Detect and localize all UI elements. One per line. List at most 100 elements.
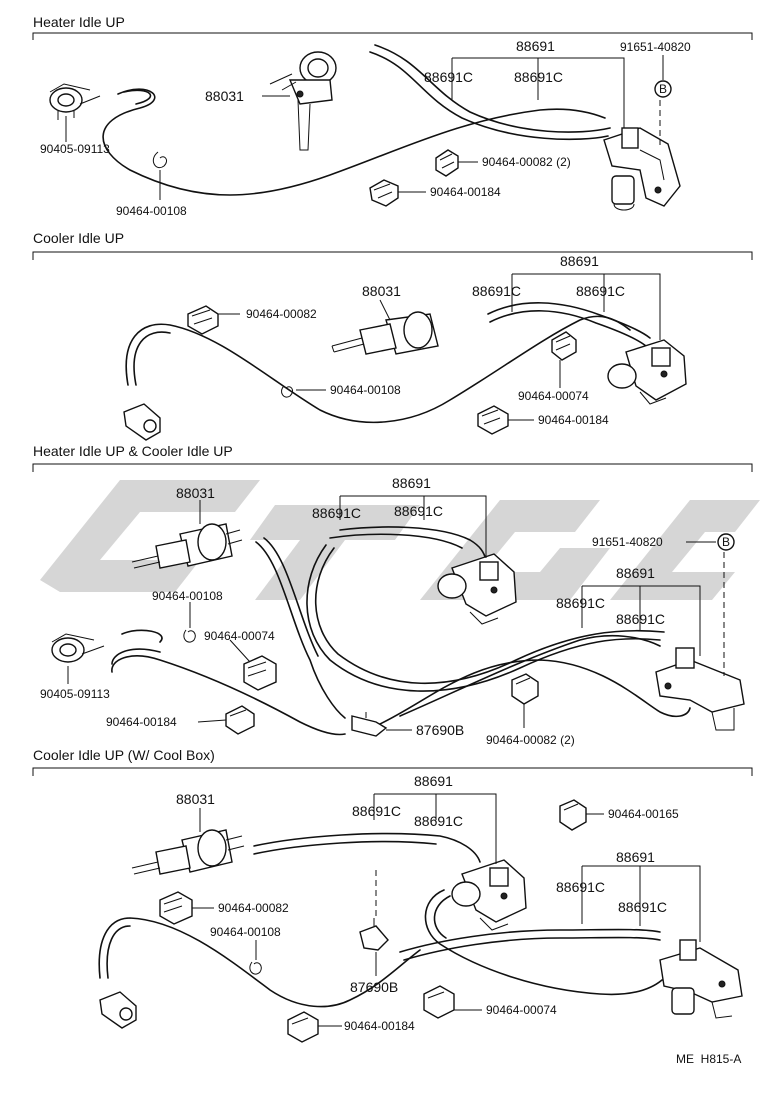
part-number: 88691: [616, 849, 655, 865]
section-heater-idle-up: Heater Idle UP: [32, 14, 753, 218]
part-number: 90464-00108: [210, 925, 281, 939]
vacuum-hose: [106, 925, 131, 979]
part-number: 90464-00184: [538, 413, 609, 427]
vacuum-switching-valve: [655, 647, 745, 731]
part-number: 90405-09113: [40, 142, 110, 156]
section-cooler-idle-up: Cooler Idle UP: [32, 230, 753, 441]
vacuum-hose: [399, 634, 661, 717]
section-bracket: [32, 463, 753, 472]
vacuum-hose: [133, 331, 171, 386]
section-title: Cooler Idle UP: [33, 230, 124, 246]
part-number: 90464-00082: [218, 901, 289, 915]
part-number: 90464-00108: [152, 589, 223, 603]
section-title: Cooler Idle UP (W/ Cool Box): [33, 747, 215, 763]
part-number: 88031: [176, 485, 215, 501]
part-number: 90464-00082 (2): [486, 733, 575, 747]
vacuum-switching-valve: [437, 553, 517, 625]
vacuum-hose: [374, 44, 611, 133]
callout-circle: [717, 533, 735, 551]
group-bracket: [581, 865, 701, 942]
bracket-part: [123, 403, 161, 441]
vacuum-hose: [489, 310, 647, 347]
vacuum-hose: [123, 89, 152, 105]
part-number: 90464-00074: [486, 1003, 557, 1017]
part-number: 88691C: [514, 69, 563, 85]
callout-label: B: [659, 82, 667, 96]
section-bracket: [32, 767, 753, 776]
vacuum-hose: [98, 917, 421, 1008]
part-number: 88691C: [576, 283, 625, 299]
idle-up-actuator: [331, 311, 439, 355]
bracket-part: [49, 83, 101, 120]
vacuum-switching-valve: [659, 939, 743, 1019]
part-number: 88691C: [472, 283, 521, 299]
section-cooler-idle-up-cool-box: Cooler Idle UP (W/ Cool Box): [32, 747, 753, 1043]
hose-clamp: [511, 673, 539, 705]
part-number: 88691: [560, 253, 599, 269]
diagram-code: ME H815-A: [676, 1052, 741, 1066]
hose-clamp: [287, 1011, 319, 1043]
hose-clamp: [225, 705, 255, 735]
part-number: 88691C: [352, 803, 401, 819]
vacuum-hose: [253, 832, 481, 863]
tee-connector: [359, 918, 389, 951]
part-number: 90464-00074: [518, 389, 589, 403]
part-number: 91651-40820: [620, 40, 691, 54]
leader-line: [229, 639, 251, 663]
part-number: 88691C: [618, 899, 667, 915]
part-number: 90464-00108: [116, 204, 187, 218]
part-number: 88691C: [616, 611, 665, 627]
vacuum-hose: [253, 840, 437, 855]
group-bracket: [511, 273, 661, 340]
vacuum-hose: [314, 547, 665, 685]
vacuum-hose: [329, 533, 463, 549]
vacuum-hose: [379, 659, 691, 725]
vacuum-hose: [255, 541, 346, 719]
hose-clamp: [159, 891, 193, 925]
vacuum-switching-valve: [451, 859, 527, 931]
vacuum-hose: [487, 302, 651, 339]
part-number: 88031: [205, 88, 244, 104]
idle-up-actuator: [269, 51, 337, 151]
part-number: 90464-00082 (2): [482, 155, 571, 169]
vacuum-hose: [433, 895, 451, 939]
leader-line: [197, 719, 227, 723]
vacuum-hose: [403, 936, 661, 961]
part-number: 88691C: [424, 69, 473, 85]
part-number: 90464-00108: [330, 383, 401, 397]
hose-clamp: [435, 149, 459, 177]
part-number: 88031: [362, 283, 401, 299]
hose-clip: [183, 629, 196, 643]
part-number: 90464-00165: [608, 807, 679, 821]
vacuum-hose: [111, 655, 346, 736]
hose-clamp: [243, 655, 277, 691]
part-number: 88691C: [394, 503, 443, 519]
vacuum-hose: [263, 537, 319, 657]
vacuum-hose: [102, 88, 606, 196]
callout-circle: [654, 80, 672, 98]
leader-line: [379, 299, 391, 321]
hose-clamp: [423, 985, 455, 1019]
vacuum-hose: [369, 51, 609, 141]
part-number: 88691C: [312, 505, 361, 521]
part-number: 88691C: [556, 595, 605, 611]
hose-clamp: [559, 799, 587, 831]
vacuum-hose: [399, 928, 661, 953]
hose-clip: [281, 385, 293, 398]
vacuum-hose: [125, 315, 631, 424]
part-number: 90464-00184: [430, 185, 501, 199]
section-title: Heater Idle UP: [33, 14, 125, 30]
part-number: 88691C: [414, 813, 463, 829]
vacuum-hose: [339, 526, 487, 561]
vacuum-switching-valve: [607, 339, 687, 405]
vacuum-hose: [121, 629, 163, 643]
part-number: 90464-00074: [204, 629, 275, 643]
vacuum-hose: [111, 648, 161, 665]
part-number: 87690B: [416, 722, 464, 738]
bracket-part: [51, 633, 105, 663]
group-bracket: [339, 495, 487, 558]
part-number: 90464-00082: [246, 307, 317, 321]
tee-connector: [351, 712, 388, 737]
part-number: 88031: [176, 791, 215, 807]
